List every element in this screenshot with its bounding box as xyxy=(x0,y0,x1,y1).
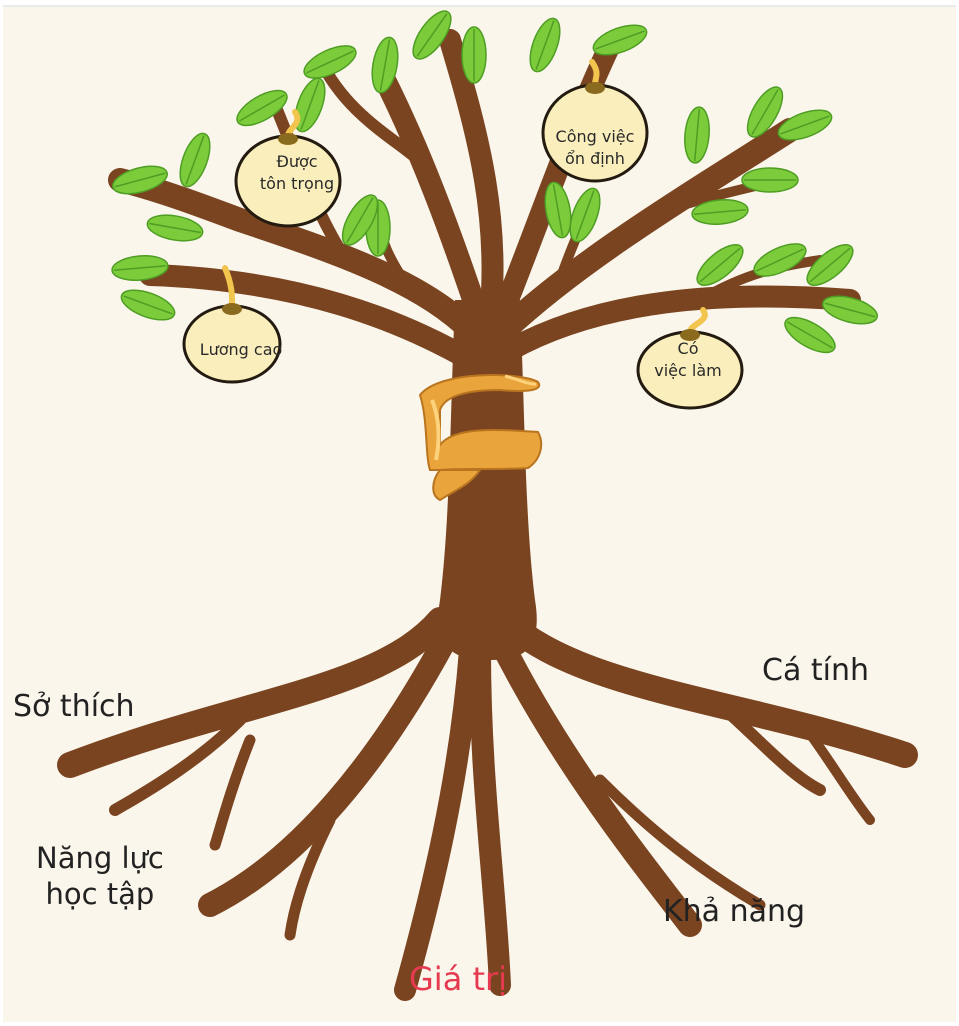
fruit-respected-cap xyxy=(278,133,298,145)
fruit-respected-line1: Được xyxy=(237,151,357,173)
fruit-stable-job-line2: ổn định xyxy=(535,148,655,170)
leaf xyxy=(742,168,798,192)
fruit-employed-line1: Có xyxy=(633,338,743,360)
root-label-learning-ability: Năng lực học tập xyxy=(36,840,164,913)
fruit-high-salary-cap xyxy=(222,303,242,315)
fruit-high-salary-line1: Lương cao xyxy=(176,339,306,361)
root-learning-line2: học tập xyxy=(36,876,164,912)
fruit-label-high-salary: Lương cao xyxy=(176,339,306,361)
leaf xyxy=(462,27,486,83)
fruit-label-employed: Có việc làm xyxy=(633,338,743,381)
fruit-label-respected: Được tôn trọng xyxy=(237,151,357,194)
fruit-stable-job-line1: Công việc xyxy=(535,126,655,148)
fruit-respected-line2: tôn trọng xyxy=(237,173,357,195)
root-label-hobbies: Sở thích xyxy=(13,692,135,722)
root-label-personality: Cá tính xyxy=(762,656,869,686)
root-label-values: Giá trị xyxy=(409,963,507,995)
fruit-employed-line2: việc làm xyxy=(633,360,743,382)
root-label-ability: Khả năng xyxy=(663,897,805,927)
root-learning-line1: Năng lực xyxy=(36,840,164,876)
fruit-label-stable-job: Công việc ổn định xyxy=(535,126,655,169)
fruit-stable-job-cap xyxy=(585,82,605,94)
